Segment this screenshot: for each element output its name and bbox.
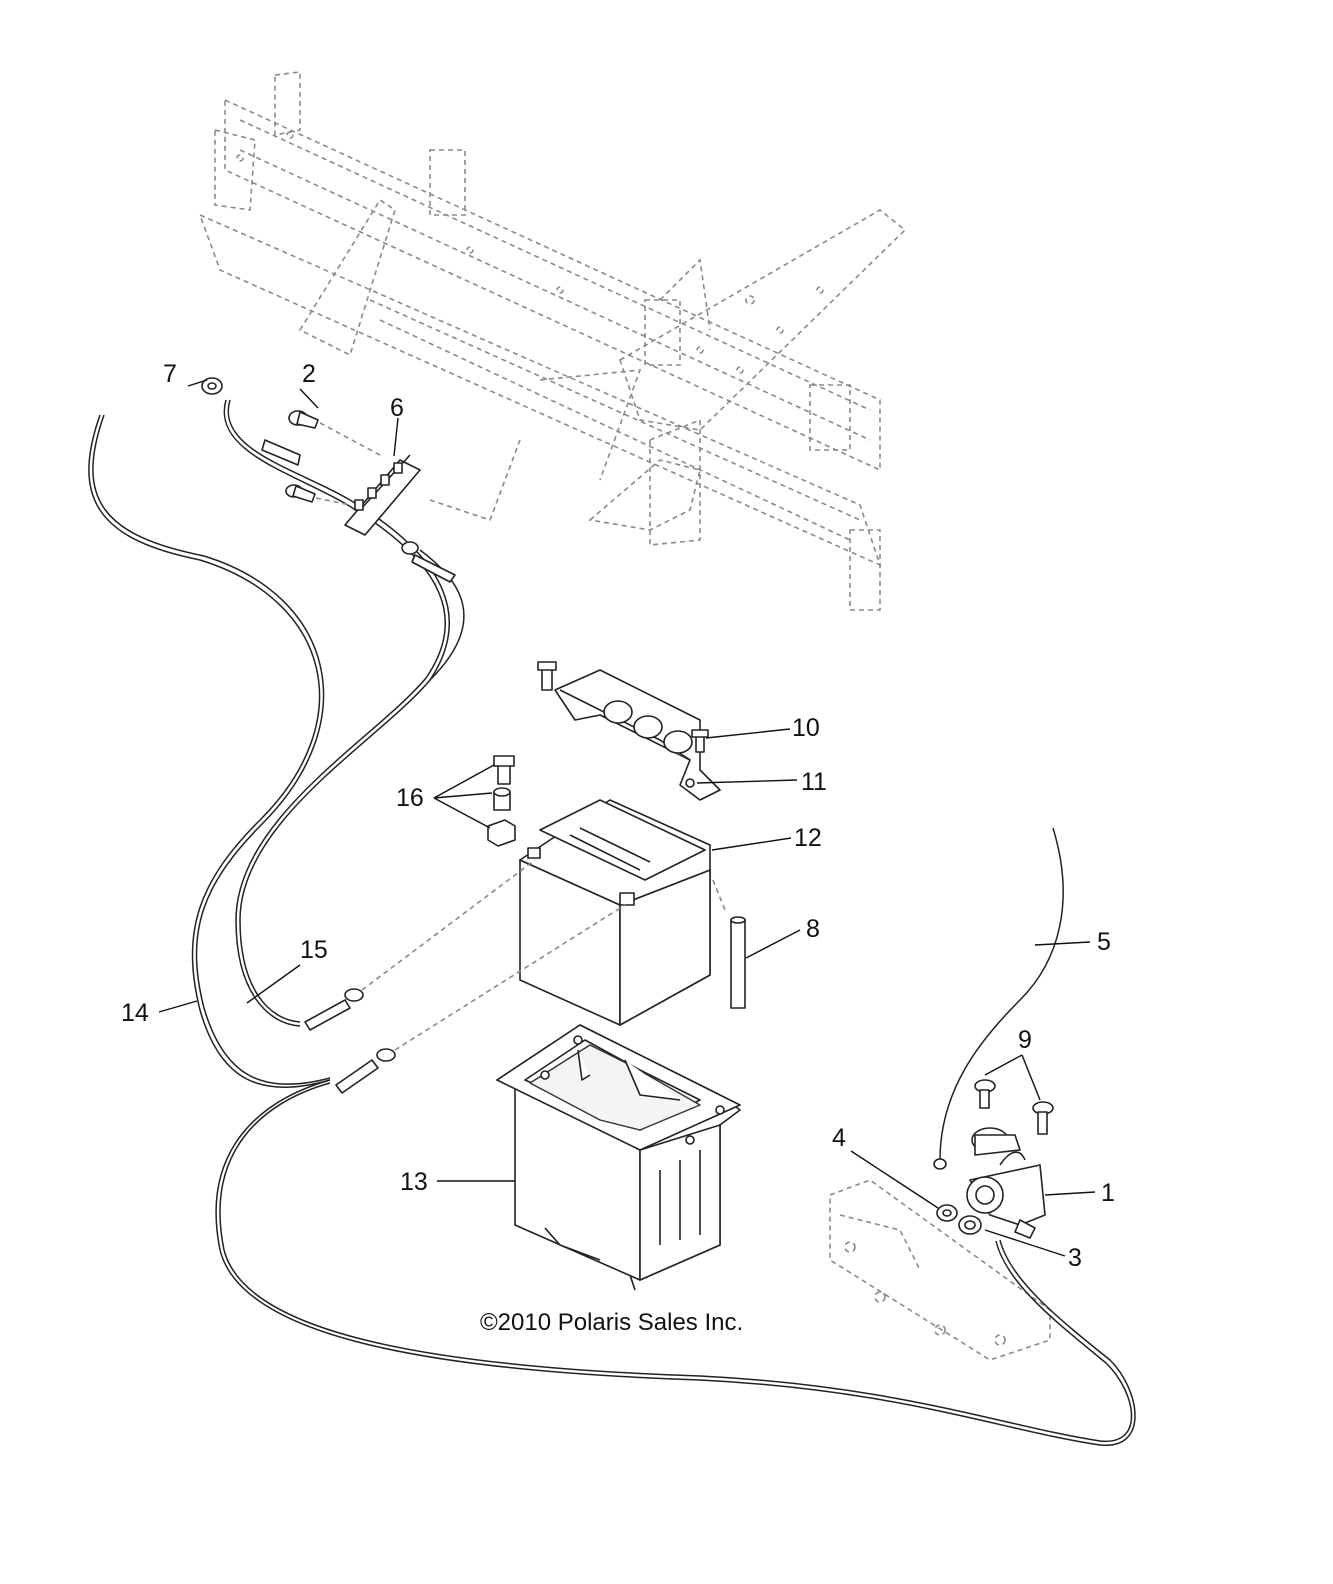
battery bbox=[519, 799, 726, 1026]
starter-solenoid bbox=[966, 1127, 1046, 1239]
callout-3: 3 bbox=[1068, 1244, 1082, 1272]
callout-12: 12 bbox=[794, 824, 822, 852]
bolt-2 bbox=[285, 410, 319, 503]
battery-hardware-16 bbox=[487, 755, 516, 847]
callout-1: 1 bbox=[1101, 1179, 1115, 1207]
callout-15: 15 bbox=[300, 936, 328, 964]
solenoid-mount-bracket bbox=[829, 1179, 1051, 1361]
cable-15-guide bbox=[361, 859, 536, 991]
cable-14-ring-terminal bbox=[376, 1048, 396, 1062]
screw-10 bbox=[691, 729, 709, 753]
cable-14-guide bbox=[394, 904, 626, 1051]
copyright-notice: ©2010 Polaris Sales Inc. bbox=[480, 1309, 743, 1336]
cable-14 bbox=[88, 414, 331, 1088]
battery-hold-down-bracket bbox=[554, 669, 721, 801]
callout-14: 14 bbox=[121, 999, 149, 1027]
callout-9: 9 bbox=[1018, 1026, 1032, 1054]
vehicle-frame bbox=[198, 71, 907, 611]
cable-15 bbox=[227, 399, 451, 1023]
callout-5: 5 bbox=[1097, 928, 1111, 956]
fuse-block bbox=[344, 454, 421, 536]
callout-11: 11 bbox=[801, 768, 827, 796]
callout-8: 8 bbox=[806, 915, 820, 943]
strap-bolt bbox=[537, 661, 557, 691]
cable-14-boot bbox=[335, 1059, 379, 1094]
hold-down-rod bbox=[730, 916, 746, 1009]
callout-6: 6 bbox=[390, 394, 404, 422]
solenoid-screws-9 bbox=[974, 1079, 1054, 1135]
cable-15-upper-boot bbox=[261, 439, 301, 466]
nut-7 bbox=[201, 377, 223, 395]
cable-15-ring-terminal bbox=[344, 988, 364, 1002]
callout-2: 2 bbox=[302, 360, 316, 388]
callout-10: 10 bbox=[792, 714, 820, 742]
callout-4: 4 bbox=[832, 1124, 846, 1152]
cable-15-boot bbox=[304, 999, 351, 1031]
callout-13: 13 bbox=[400, 1168, 428, 1196]
callout-16: 16 bbox=[396, 784, 424, 812]
cable-5-terminal bbox=[933, 1158, 947, 1170]
callout-7: 7 bbox=[163, 360, 177, 388]
leader-lines bbox=[158, 379, 1096, 1257]
solenoid-nut-3 bbox=[958, 1215, 982, 1235]
battery-box bbox=[496, 1024, 741, 1291]
cable-15-upper-terminal bbox=[401, 541, 419, 555]
solenoid-nut-4 bbox=[936, 1204, 958, 1222]
cable-5 bbox=[939, 827, 1064, 1161]
